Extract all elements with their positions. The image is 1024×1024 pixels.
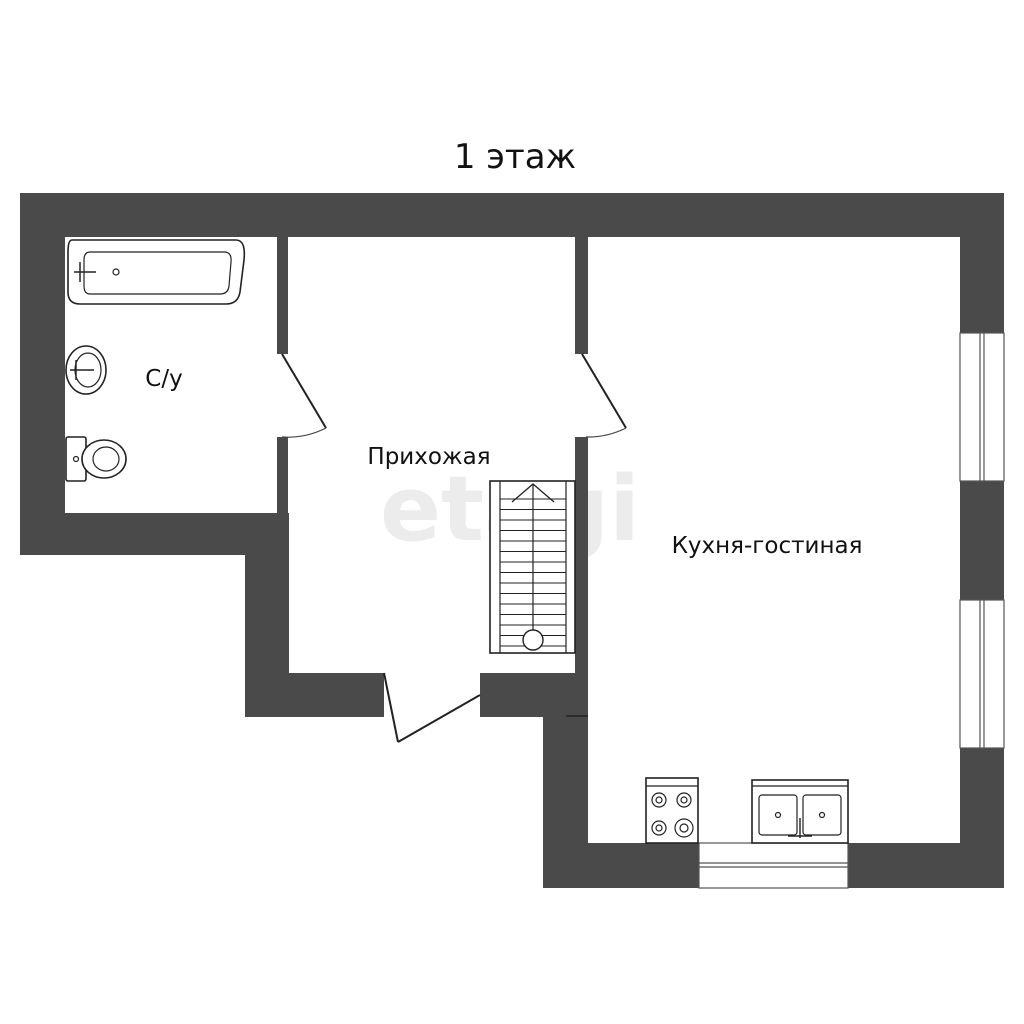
- sink-bathroom: [65, 345, 107, 395]
- window-right-lower: [959, 599, 1005, 749]
- door-bathroom: [281, 353, 327, 438]
- wall-partition-kitchen-lower: [575, 437, 588, 677]
- wall-right-middle: [960, 481, 1004, 600]
- windows: [698, 332, 1005, 889]
- wall-top: [20, 193, 1004, 237]
- window-kitchen-bottom: [698, 842, 849, 889]
- wall-partition-kitchen-upper: [575, 237, 588, 354]
- wall-right-bottom: [960, 748, 1004, 888]
- doors: [281, 353, 627, 743]
- wall-left-bathroom: [20, 193, 65, 555]
- stove: [645, 777, 699, 844]
- window-right-upper: [959, 332, 1005, 482]
- wall-right-top: [960, 193, 1004, 333]
- wall-partition-bath-upper: [277, 237, 288, 354]
- wall-partition-bath-lower: [277, 437, 288, 537]
- floor-title: 1 этаж: [454, 137, 576, 177]
- wall-kitchen-bottom-left: [543, 843, 699, 888]
- wall-hallway-bottom-left: [245, 673, 384, 717]
- room-label-kitchen-living: Кухня-гостиная: [672, 533, 863, 559]
- toilet: [65, 436, 127, 482]
- walls: [20, 193, 1004, 888]
- kitchen-sink: [751, 779, 849, 844]
- door-entrance: [383, 672, 481, 743]
- door-kitchen: [581, 353, 627, 438]
- staircase: [489, 480, 576, 654]
- wall-bathroom-bottom: [20, 513, 288, 555]
- room-label-hallway: Прихожая: [367, 444, 490, 470]
- wall-hallway-bottom-right: [480, 673, 588, 717]
- room-label-bathroom: С/у: [145, 366, 182, 392]
- bathtub: [67, 239, 246, 305]
